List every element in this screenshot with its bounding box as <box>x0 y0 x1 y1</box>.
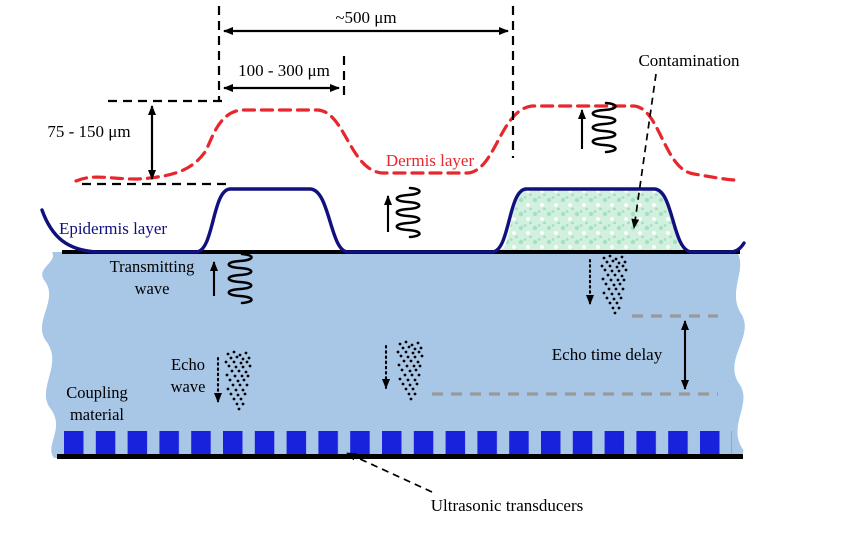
epidermis-layer-label: Epidermis layer <box>59 219 167 238</box>
contamination-pointer-arrow <box>631 73 657 229</box>
dim-100-300-label: 100 - 300 μm <box>238 61 330 80</box>
coupling-material-label-line2: material <box>70 405 124 424</box>
echo-wave-label-line2: wave <box>171 377 206 396</box>
dermis-curve <box>74 104 736 183</box>
epidermis-curve <box>40 187 746 254</box>
echo-time-delay-label: Echo time delay <box>552 345 663 364</box>
transducer-array <box>64 431 732 454</box>
dim-500-label: ~500 μm <box>335 8 396 27</box>
dermis-layer-label: Dermis layer <box>386 151 475 170</box>
contamination-label: Contamination <box>638 51 740 70</box>
transmitting-wave-label-line2: wave <box>135 279 170 298</box>
dim-75-150-label: 75 - 150 μm <box>47 122 130 141</box>
coupling-material-label-line1: Coupling <box>66 383 127 402</box>
transmit-wave-coil-icon <box>591 101 617 154</box>
transducers-pointer-arrow <box>346 452 433 493</box>
transmitting-wave-label-line1: Transmitting <box>110 257 195 276</box>
coupling-material-region <box>41 252 745 458</box>
echo-wave-label-line1: Echo <box>171 355 205 374</box>
contamination-region <box>500 190 688 250</box>
ultrasonic-transducers-label: Ultrasonic transducers <box>431 496 583 515</box>
transmit-wave-coil-icon <box>395 186 421 239</box>
